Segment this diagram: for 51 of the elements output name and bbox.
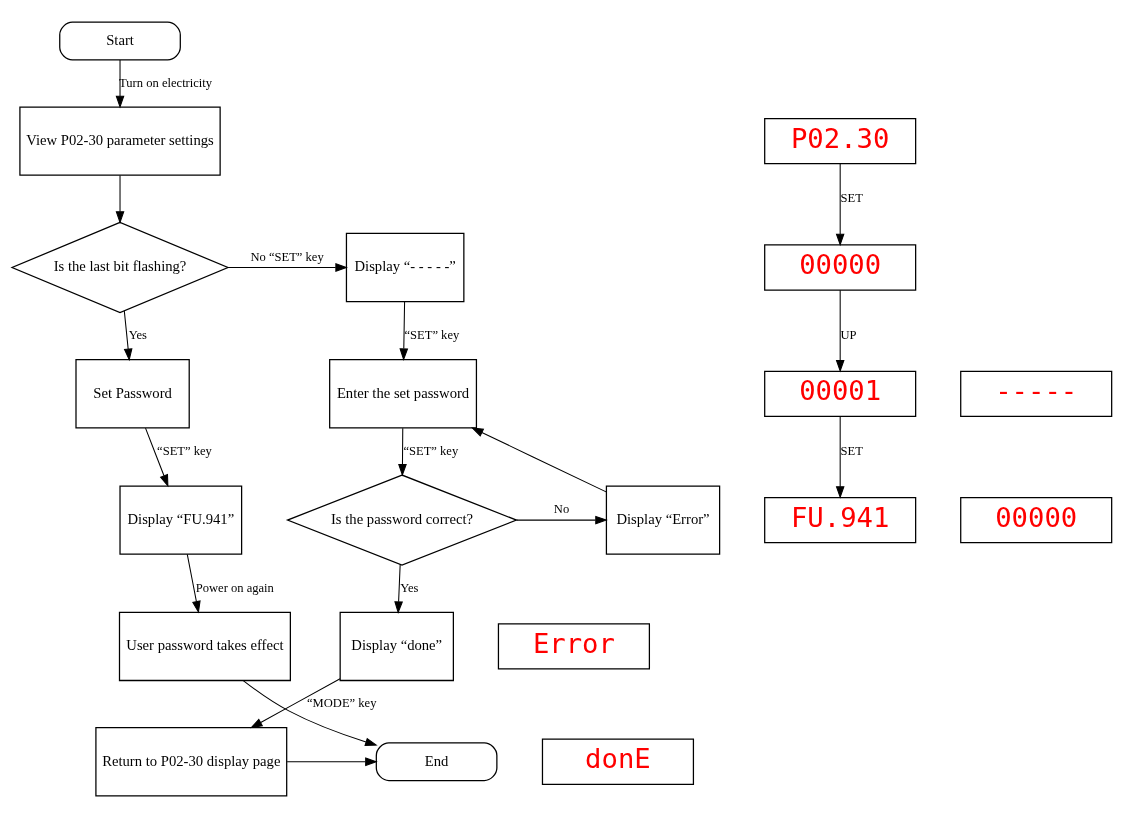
arrow xyxy=(835,163,845,247)
edge-label: Power on again xyxy=(195,581,274,596)
node-box: Display “- - - - -” xyxy=(345,232,465,303)
node-box: Error xyxy=(497,623,650,670)
arrow xyxy=(115,175,125,224)
arrow xyxy=(394,564,404,614)
arrow xyxy=(835,289,845,373)
node-box: ----- xyxy=(960,370,1113,417)
node-box: 00000 xyxy=(764,244,917,291)
edge-label: “SET” key xyxy=(403,443,459,458)
node-box: End xyxy=(375,742,498,782)
edge-label: Yes xyxy=(400,581,419,596)
node-diamond: Is the password correct? xyxy=(285,474,519,566)
node-box: Display “done” xyxy=(339,611,454,682)
arrow xyxy=(398,427,407,477)
edge-label: “SET” key xyxy=(157,443,212,458)
node-box: Display “Error” xyxy=(605,485,721,555)
arrow xyxy=(835,415,845,499)
node-box: Start xyxy=(59,21,181,61)
edge-label: No xyxy=(553,502,570,517)
node-box: FU.941 xyxy=(764,496,917,544)
node-box: Return to P02-30 display page xyxy=(95,727,288,797)
node-box: donE xyxy=(541,738,695,785)
node-box: 00001 xyxy=(764,370,917,417)
edge-label: SET xyxy=(840,443,863,458)
node-box: Set Password xyxy=(75,359,190,429)
arrow xyxy=(250,678,341,729)
arrow xyxy=(115,59,125,109)
arrow xyxy=(399,301,409,361)
arrow xyxy=(123,310,133,362)
edge-label: “MODE” key xyxy=(307,696,377,711)
arrow xyxy=(286,757,378,767)
node-box: View P02-30 parameter settings xyxy=(19,106,221,176)
edge-label: Yes xyxy=(128,328,147,343)
arrow xyxy=(186,553,201,614)
edge-label: UP xyxy=(840,328,857,343)
arrow xyxy=(242,680,378,747)
edge-label: No “SET” key xyxy=(250,249,324,264)
arrow xyxy=(145,427,169,488)
node-box: P02.30 xyxy=(764,118,917,165)
node-box: Enter the set password xyxy=(329,359,478,429)
arrow xyxy=(227,263,348,272)
edge-label: Turn on electricity xyxy=(119,75,213,90)
node-box: User password takes effect xyxy=(118,611,291,682)
arrow xyxy=(470,427,607,493)
node-box: 00000 xyxy=(960,496,1113,544)
node-diamond: Is the last bit flashing? xyxy=(10,221,230,314)
node-box: Display “FU.941” xyxy=(119,485,243,555)
edge-label: SET xyxy=(840,191,863,206)
arrow xyxy=(515,515,608,525)
edge-label: “SET” key xyxy=(404,328,460,343)
